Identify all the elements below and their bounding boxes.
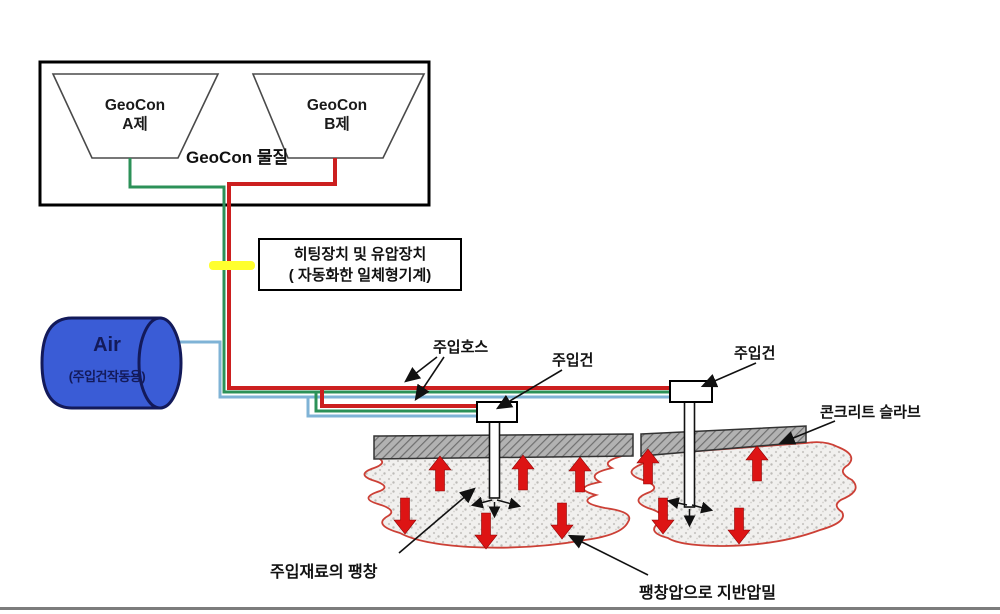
- injection-spread-arrows: [470, 496, 714, 528]
- pressure-arrow-down: [651, 497, 675, 535]
- slab-leader-arrow: [778, 420, 836, 445]
- pressure-arrow-down: [393, 497, 417, 535]
- heater-unit-box: 히팅장치 및 유압장치 ( 자동화한 일체형기계): [258, 238, 462, 291]
- injection-rod-left: [488, 421, 501, 499]
- hose-green-branch: [314, 392, 477, 413]
- expansion-leader-arrow: [398, 487, 476, 554]
- injection-gun-left: [476, 401, 518, 423]
- hose-red-main: [227, 158, 670, 390]
- material-label: GeoCon 물질: [186, 148, 289, 167]
- injection-rod-right: [683, 401, 696, 508]
- hose-leader-arrow: [404, 356, 438, 383]
- consolidation-leader-arrow: [567, 534, 649, 576]
- spread-arrow-icon: [691, 501, 714, 514]
- pressure-arrow-up: [568, 456, 592, 493]
- hose-green-main: [128, 158, 670, 394]
- pressure-arrow-down: [474, 512, 498, 550]
- pressure-arrows: [393, 445, 769, 550]
- spread-arrow-icon: [666, 497, 688, 509]
- air-tank-subtitle: (주입건작동용): [68, 369, 146, 384]
- hopper-b-line2: B제: [324, 116, 350, 133]
- heater-box-line2: ( 자동화한 일체형기계): [288, 266, 432, 284]
- slab-label: 콘크리트 슬라브: [820, 404, 921, 421]
- hopper-b-line1: GeoCon: [306, 97, 368, 114]
- gun-left-label: 주입건: [552, 352, 594, 369]
- hose-blue-branch: [306, 397, 477, 418]
- air-tank-end-cap: [137, 316, 183, 410]
- air-tank-body: [40, 316, 162, 410]
- gun-right-label: 주입건: [734, 345, 776, 362]
- hopper-b-shape: [251, 73, 426, 159]
- air-tank-title: Air: [93, 334, 121, 356]
- spread-arrow-icon: [496, 497, 522, 510]
- hose-leader-arrow: [414, 356, 445, 401]
- concrete-slab-left: [373, 433, 634, 460]
- bottom-divider-line: [0, 607, 1000, 610]
- pressure-arrow-down: [550, 502, 574, 540]
- hopper-a-shape: [51, 73, 220, 159]
- hopper-a-line2: A제: [122, 116, 148, 133]
- expansion-label: 주입재료의 팽창: [270, 564, 378, 581]
- hose-label: 주입호스: [433, 339, 489, 356]
- hose-blue-main: [172, 340, 670, 399]
- concrete-slab-right: [640, 425, 807, 457]
- gun-left-leader-arrow: [495, 369, 563, 410]
- pressure-arrow-down: [727, 507, 751, 545]
- leader-arrows: [398, 356, 836, 576]
- pressure-arrow-up: [428, 455, 452, 492]
- pressure-arrow-up: [511, 454, 535, 491]
- hose-red-branch: [320, 388, 477, 408]
- spread-arrow-icon: [470, 496, 493, 509]
- hopper-b-label: GeoCon B제: [277, 96, 397, 134]
- heater-marker: [209, 261, 255, 270]
- pressure-arrow-up: [636, 448, 660, 485]
- gun-right-leader-arrow: [700, 362, 757, 388]
- pressure-arrow-up: [745, 445, 769, 482]
- heater-box-line1: 히팅장치 및 유압장치: [293, 245, 427, 263]
- hopper-a-label: GeoCon A제: [75, 96, 195, 134]
- consolidation-label: 팽창압으로 지반압밀: [639, 585, 776, 602]
- hopper-a-line1: GeoCon: [104, 97, 166, 114]
